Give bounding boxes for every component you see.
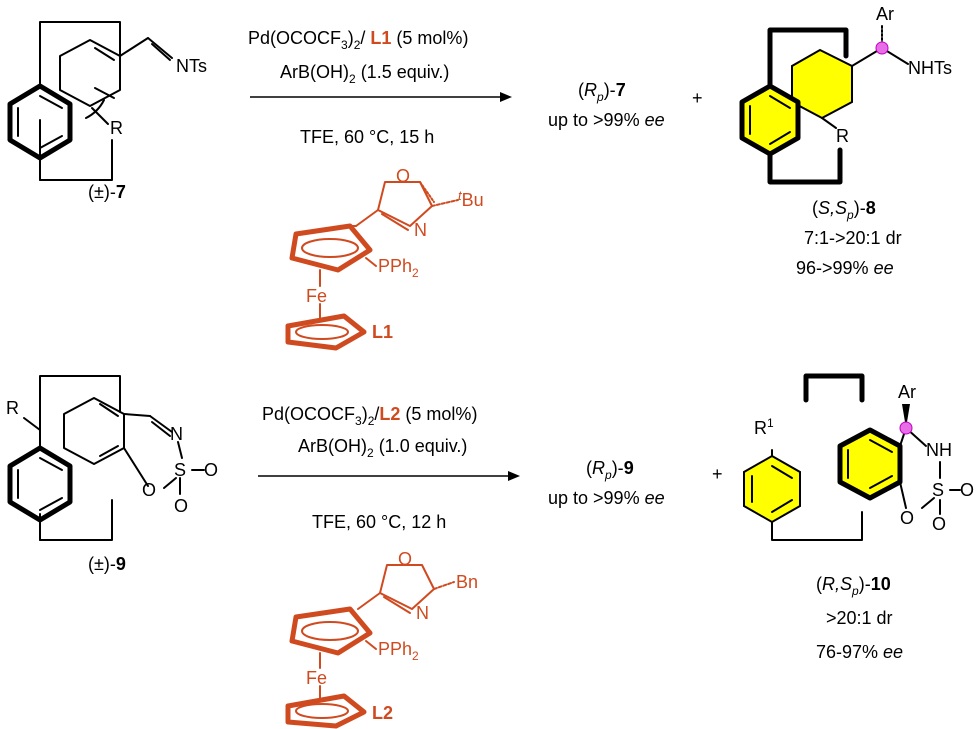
rxn1-reagent-line2: ArB(OH)2 (1.5 equiv.) bbox=[280, 62, 449, 86]
ligand-L1-label: L1 bbox=[372, 322, 393, 342]
product10-label: (R,Sp)-10 bbox=[816, 574, 891, 598]
ligand-L2-label: L2 bbox=[372, 703, 393, 723]
substrate9-o1: O bbox=[204, 460, 218, 480]
recovered7-label: (Rp)-7 bbox=[578, 80, 626, 104]
product8-nhts: NHTs bbox=[908, 58, 952, 78]
recovered7-ee: up to >99% ee bbox=[548, 110, 665, 130]
substrate7-r: R bbox=[110, 118, 123, 138]
L2-bn: Bn bbox=[456, 572, 478, 592]
recovered9-label: (Rp)-9 bbox=[586, 458, 634, 482]
L1-iron: Fe bbox=[306, 286, 327, 306]
rxn2-reagent-line1: Pd(OCOCF3)2/L2 (5 mol%) bbox=[262, 404, 477, 428]
product10-ar: Ar bbox=[898, 382, 916, 402]
substrate-7 bbox=[7, 21, 173, 181]
product10-o3: O bbox=[932, 514, 946, 534]
rxn1-reagent-line1: Pd(OCOCF3)2/ L1 (5 mol%) bbox=[248, 28, 468, 52]
rxn2-conditions: TFE, 60 °C, 12 h bbox=[312, 512, 446, 532]
rxn1-arrow bbox=[250, 92, 512, 102]
product10-o1: O bbox=[960, 480, 974, 500]
L2-nitrogen: N bbox=[416, 603, 429, 623]
L2-pph2: PPh2 bbox=[378, 639, 419, 663]
substrate9-n: N bbox=[170, 424, 183, 444]
product8-r: R bbox=[836, 126, 849, 146]
substrate9-o2: O bbox=[142, 480, 156, 500]
L1-oxygen: O bbox=[396, 166, 410, 186]
substrate9-s: S bbox=[174, 460, 186, 480]
L1-tbu: tBu bbox=[458, 188, 484, 210]
product-10-structure bbox=[743, 373, 961, 541]
substrate9-label: (±)-9 bbox=[88, 554, 126, 574]
rxn2-plus: + bbox=[712, 464, 723, 484]
L1-pph2: PPh2 bbox=[378, 256, 419, 280]
product10-r1: R1 bbox=[754, 416, 774, 438]
product10-nh: NH bbox=[926, 440, 952, 460]
recovered9-ee: up to >99% ee bbox=[548, 488, 665, 508]
rxn2-arrow bbox=[258, 471, 520, 481]
product10-o2: O bbox=[900, 508, 914, 528]
ligand-L2-structure bbox=[285, 564, 455, 729]
product8-dr: 7:1->20:1 dr bbox=[804, 228, 902, 248]
substrate9-r: R bbox=[6, 398, 19, 418]
product10-s: S bbox=[932, 480, 944, 500]
substrate7-nts: NTs bbox=[176, 56, 207, 76]
L1-nitrogen: N bbox=[414, 220, 427, 240]
product8-ar: Ar bbox=[876, 4, 894, 24]
product8-label: (S,Sp)-8 bbox=[812, 198, 876, 222]
product10-dr: >20:1 dr bbox=[826, 608, 893, 628]
product8-ee: 96->99% ee bbox=[796, 258, 894, 278]
ligand-L1-structure bbox=[285, 181, 459, 351]
L2-oxygen: O bbox=[398, 549, 412, 569]
substrate-9 bbox=[7, 375, 205, 541]
rxn2-reagent-line2: ArB(OH)2 (1.0 equiv.) bbox=[298, 436, 467, 460]
product10-ee: 76-97% ee bbox=[816, 642, 903, 662]
substrate9-o3: O bbox=[174, 496, 188, 516]
rxn1-conditions: TFE, 60 °C, 15 h bbox=[300, 127, 434, 147]
rxn1-plus: + bbox=[692, 88, 703, 108]
substrate7-label: (±)-7 bbox=[88, 182, 126, 202]
L2-iron: Fe bbox=[306, 668, 327, 688]
product-8-structure bbox=[739, 23, 909, 185]
